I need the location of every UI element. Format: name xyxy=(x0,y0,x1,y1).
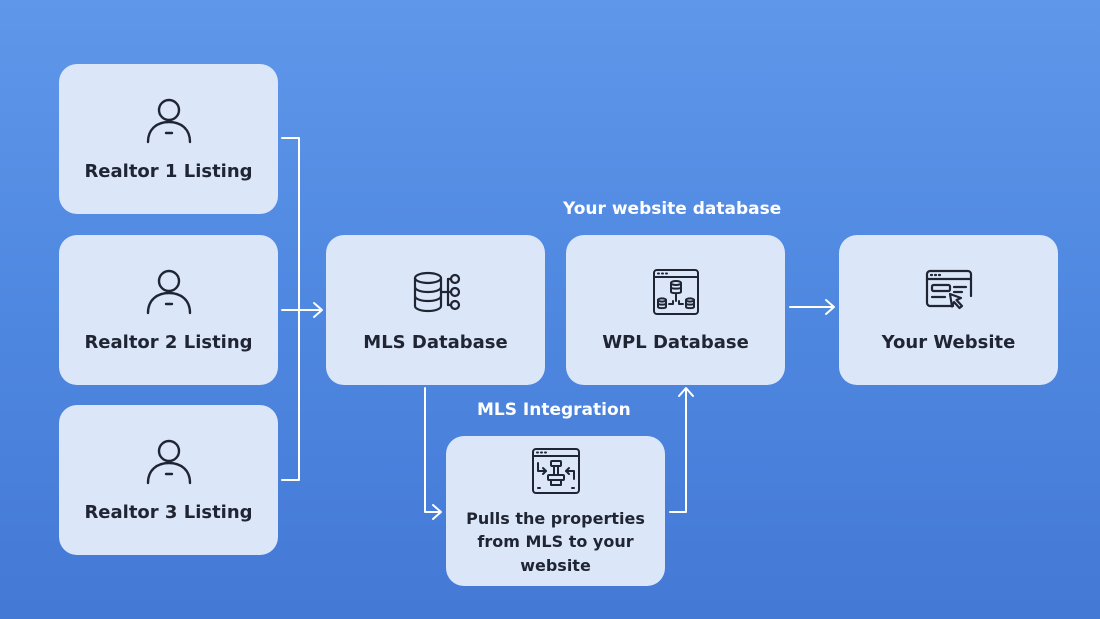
integration-window-icon xyxy=(531,448,580,495)
arrowhead-website xyxy=(825,299,835,315)
node-label: Realtor 3 Listing xyxy=(84,502,253,524)
database-window-icon xyxy=(652,269,699,316)
annotation-website-database: Your website database xyxy=(563,199,782,219)
browser-cursor-icon xyxy=(925,270,972,310)
node-label: MLS Database xyxy=(363,332,508,354)
edge-realtor1-to-mls xyxy=(281,137,300,311)
edge-realtor3-to-mls xyxy=(281,309,300,481)
node-mls-integration-pull[interactable]: Pulls the properties from MLS to your we… xyxy=(446,436,665,586)
arrowhead-wpl xyxy=(678,387,694,397)
node-mls-database[interactable]: MLS Database xyxy=(326,235,545,385)
annotation-mls-integration: MLS Integration xyxy=(477,400,631,420)
node-realtor-1-listing[interactable]: Realtor 1 Listing xyxy=(59,64,278,214)
user-icon xyxy=(146,440,191,485)
node-wpl-database[interactable]: WPL Database xyxy=(566,235,785,385)
node-label: Your Website xyxy=(881,332,1016,354)
node-realtor-3-listing[interactable]: Realtor 3 Listing xyxy=(59,405,278,555)
node-your-website[interactable]: Your Website xyxy=(839,235,1058,385)
edge-mls-to-pulls xyxy=(424,387,441,513)
node-realtor-2-listing[interactable]: Realtor 2 Listing xyxy=(59,235,278,385)
database-network-icon xyxy=(413,272,460,313)
user-icon xyxy=(146,270,191,315)
node-label: Pulls the properties from MLS to your we… xyxy=(466,509,645,575)
edge-pulls-to-wpl xyxy=(669,388,687,513)
arrowhead-pulls xyxy=(432,504,442,520)
node-label: Realtor 1 Listing xyxy=(84,161,253,183)
node-label: Realtor 2 Listing xyxy=(84,332,253,354)
arrowhead-mls xyxy=(313,302,323,318)
user-icon xyxy=(146,99,191,144)
node-label: WPL Database xyxy=(602,332,749,354)
